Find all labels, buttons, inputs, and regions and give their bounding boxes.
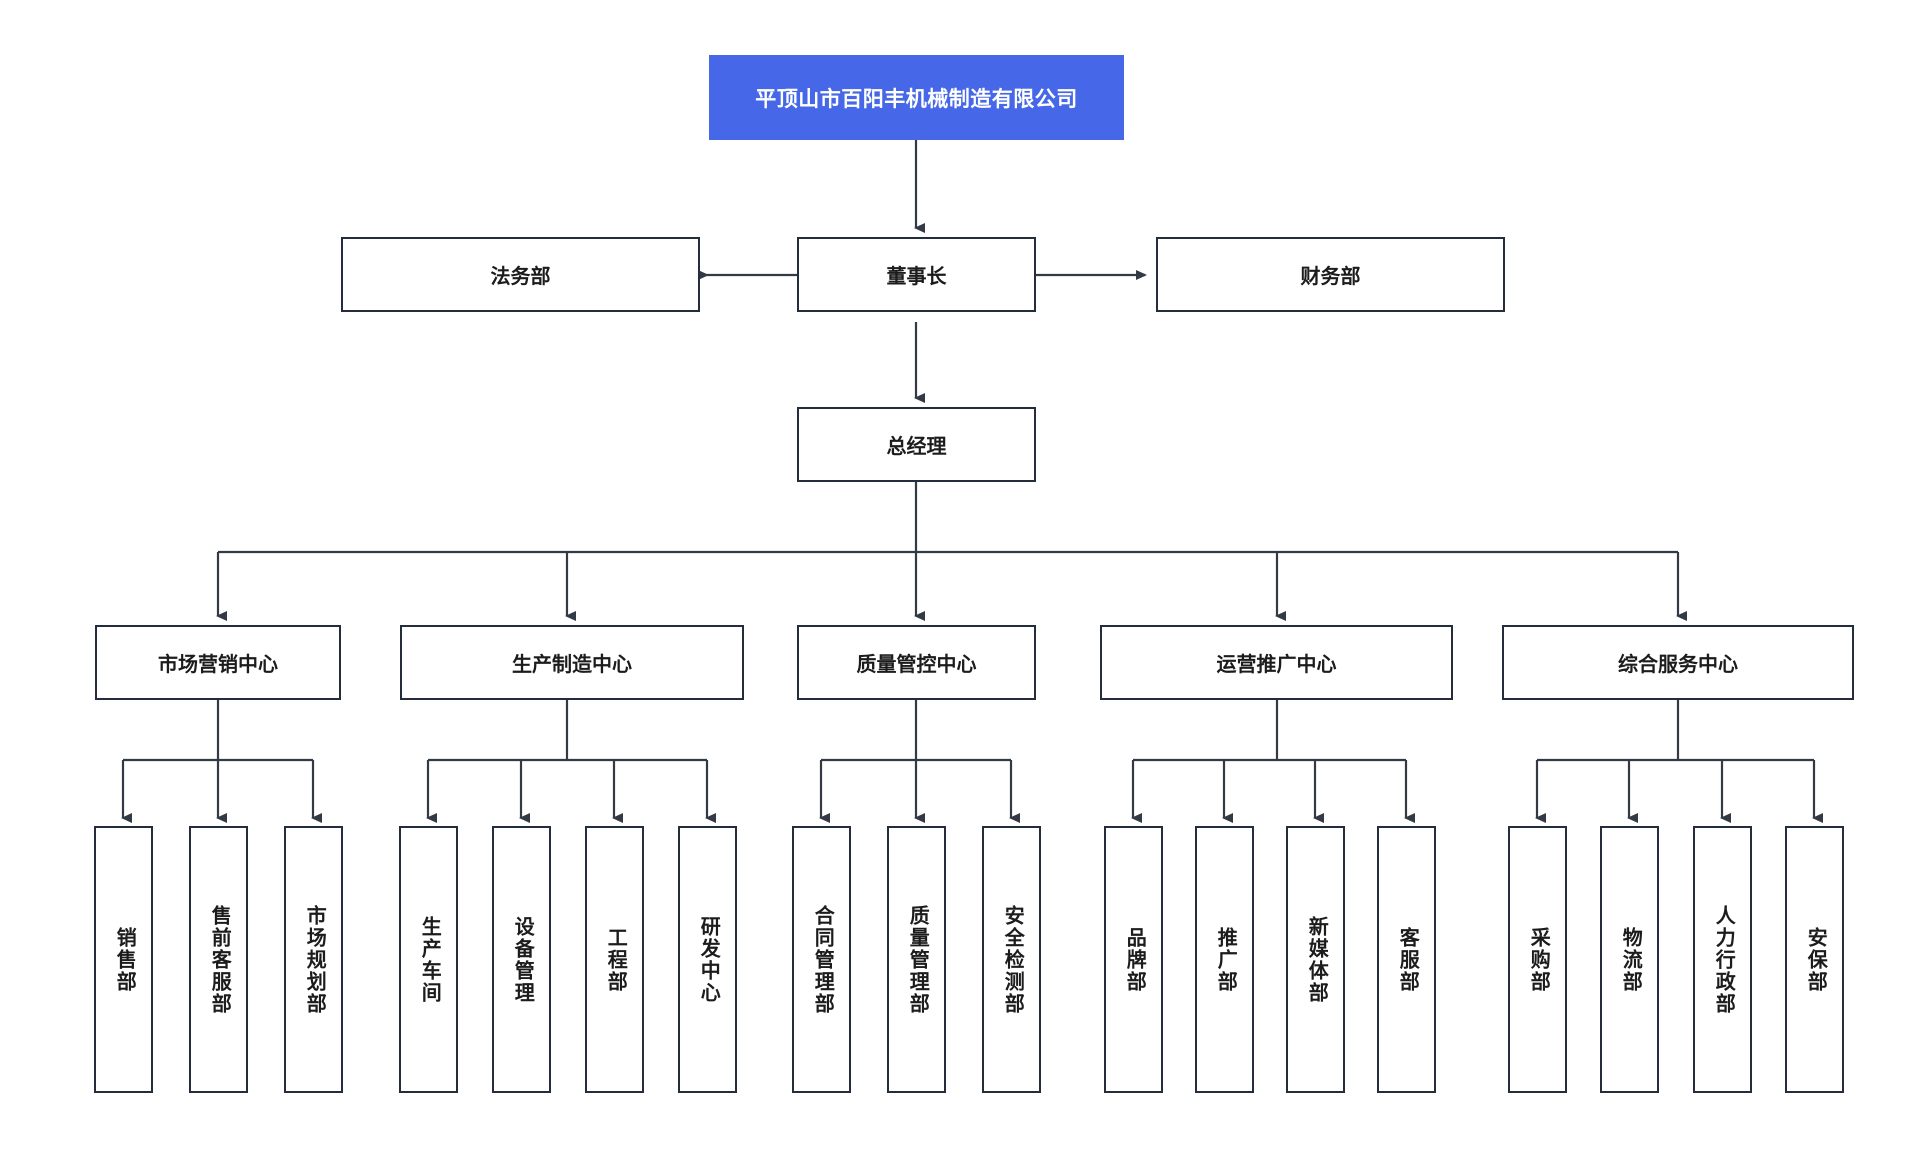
node-dept-production-workshop-label: 生产车间: [418, 915, 441, 1004]
node-center-services[interactable]: 综合服务中心: [1502, 625, 1854, 700]
node-dept-engineering-label: 工程部: [604, 926, 627, 993]
node-center-marketing-label: 市场营销中心: [158, 654, 278, 676]
node-dept-equipment-management[interactable]: 设备管理: [492, 826, 551, 1093]
node-dept-security[interactable]: 安保部: [1785, 826, 1844, 1093]
node-dept-safety-inspection-label: 安全检测部: [1001, 904, 1024, 1015]
node-dept-customer-service[interactable]: 客服部: [1377, 826, 1436, 1093]
node-dept-promotion-label: 推广部: [1214, 926, 1237, 993]
node-dept-logistics[interactable]: 物流部: [1600, 826, 1659, 1093]
node-dept-hr-admin[interactable]: 人力行政部: [1693, 826, 1752, 1093]
node-dept-procurement-label: 采购部: [1527, 926, 1550, 993]
node-dept-engineering[interactable]: 工程部: [585, 826, 644, 1093]
node-chairman[interactable]: 董事长: [797, 237, 1036, 312]
node-center-manufacturing-label: 生产制造中心: [512, 654, 632, 676]
node-center-marketing[interactable]: 市场营销中心: [95, 625, 341, 700]
node-finance-department[interactable]: 财务部: [1156, 237, 1505, 312]
node-dept-presales-service-label: 售前客服部: [208, 904, 231, 1015]
node-dept-rnd-center-label: 研发中心: [697, 915, 720, 1004]
node-general-manager-label: 总经理: [886, 436, 947, 458]
node-dept-equipment-management-label: 设备管理: [511, 915, 534, 1004]
node-dept-sales-label: 销售部: [113, 926, 136, 993]
node-dept-quality-management[interactable]: 质量管理部: [887, 826, 946, 1093]
node-dept-promotion[interactable]: 推广部: [1195, 826, 1254, 1093]
node-legal-department[interactable]: 法务部: [341, 237, 700, 312]
node-dept-quality-management-label: 质量管理部: [906, 904, 929, 1015]
node-dept-contract-management[interactable]: 合同管理部: [792, 826, 851, 1093]
node-dept-customer-service-label: 客服部: [1396, 926, 1419, 993]
node-dept-procurement[interactable]: 采购部: [1508, 826, 1567, 1093]
node-dept-sales[interactable]: 销售部: [94, 826, 153, 1093]
node-center-operations[interactable]: 运营推广中心: [1100, 625, 1453, 700]
node-dept-contract-management-label: 合同管理部: [811, 904, 834, 1015]
node-dept-production-workshop[interactable]: 生产车间: [399, 826, 458, 1093]
node-company-root[interactable]: 平顶山市百阳丰机械制造有限公司: [709, 55, 1124, 140]
node-dept-market-planning-label: 市场规划部: [303, 904, 326, 1015]
node-dept-safety-inspection[interactable]: 安全检测部: [982, 826, 1041, 1093]
node-center-quality-label: 质量管控中心: [856, 654, 977, 676]
node-dept-new-media-label: 新媒体部: [1305, 915, 1328, 1004]
node-company-root-label: 平顶山市百阳丰机械制造有限公司: [755, 87, 1078, 111]
node-center-services-label: 综合服务中心: [1618, 654, 1738, 676]
node-center-operations-label: 运营推广中心: [1216, 654, 1337, 676]
node-dept-new-media[interactable]: 新媒体部: [1286, 826, 1345, 1093]
node-dept-rnd-center[interactable]: 研发中心: [678, 826, 737, 1093]
node-dept-logistics-label: 物流部: [1619, 926, 1642, 993]
node-general-manager[interactable]: 总经理: [797, 407, 1036, 482]
node-dept-presales-service[interactable]: 售前客服部: [189, 826, 248, 1093]
node-center-quality[interactable]: 质量管控中心: [797, 625, 1036, 700]
node-chairman-label: 董事长: [886, 266, 947, 288]
node-dept-market-planning[interactable]: 市场规划部: [284, 826, 343, 1093]
node-finance-department-label: 财务部: [1300, 266, 1361, 288]
node-dept-brand-label: 品牌部: [1123, 926, 1146, 993]
node-legal-department-label: 法务部: [490, 266, 551, 288]
node-center-manufacturing[interactable]: 生产制造中心: [400, 625, 744, 700]
node-dept-hr-admin-label: 人力行政部: [1712, 904, 1735, 1015]
node-dept-brand[interactable]: 品牌部: [1104, 826, 1163, 1093]
node-dept-security-label: 安保部: [1804, 926, 1827, 993]
